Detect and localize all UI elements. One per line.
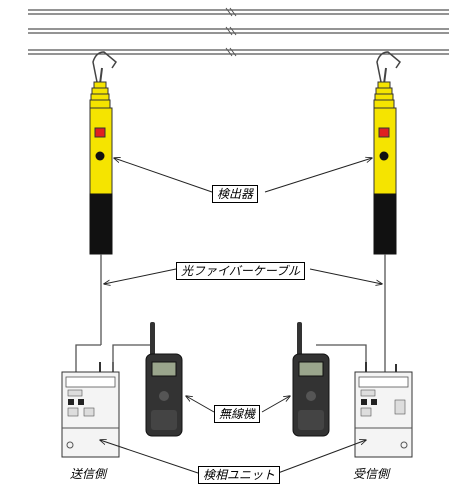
detector-left [89, 51, 117, 255]
phase-unit-receive [316, 344, 413, 458]
receive-side-label: 受信側 [353, 467, 390, 481]
phase-unit-label: 検相ユニット [198, 466, 281, 484]
radio-left [145, 322, 183, 437]
detector-label: 検出器 [212, 185, 259, 203]
radio-right [292, 322, 330, 437]
radio-label: 無線機 [214, 405, 261, 423]
phase-unit-transmit [61, 344, 152, 458]
line-break-marks [225, 7, 237, 57]
fiber-cable-label: 光ファイバーケーブル [176, 262, 306, 280]
fiber-cables [75, 254, 386, 372]
detector-right [373, 51, 401, 255]
callout-arrows [100, 158, 382, 474]
overhead-power-lines [28, 9, 449, 55]
transmit-side-label: 送信側 [70, 467, 107, 481]
